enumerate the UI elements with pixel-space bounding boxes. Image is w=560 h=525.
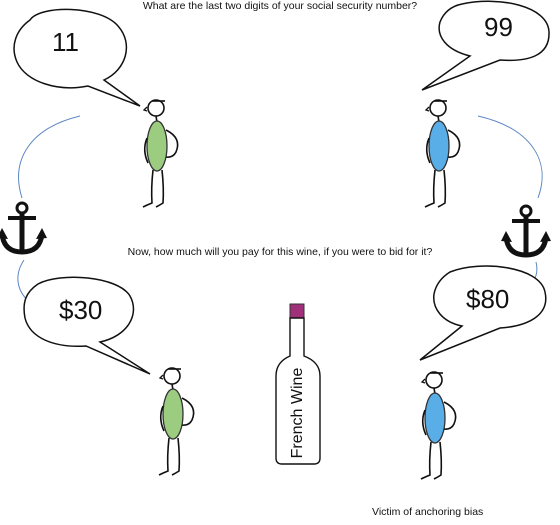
anchor-icon [0, 203, 47, 252]
bid-question: Now, how much will you pay for this wine… [127, 246, 433, 258]
speech-bubble-bottom-left [23, 276, 151, 375]
caption: Victim of anchoring bias [372, 506, 484, 518]
speech-bubble-top-left [13, 8, 141, 107]
person-high-anchor-bottom [420, 371, 457, 480]
ssn-question: What are the last two digits of your soc… [142, 0, 418, 12]
person-high-anchor-top [424, 99, 461, 208]
connector-line-top-right [477, 115, 543, 199]
speech-bubble-top-right [421, 0, 550, 91]
wine-label: French Wine [289, 367, 306, 459]
wine-bottle-icon [275, 303, 321, 465]
speech-bubble-bottom-right [419, 265, 547, 361]
person-low-anchor-bottom [158, 367, 195, 476]
answer-bottom-right: $80 [466, 284, 510, 314]
answer-top-right: 99 [484, 12, 513, 42]
connector-line-top-left [18, 115, 81, 199]
answer-bottom-left: $30 [59, 295, 103, 325]
answer-top-left: 11 [52, 27, 79, 57]
person-low-anchor-top [142, 99, 179, 208]
